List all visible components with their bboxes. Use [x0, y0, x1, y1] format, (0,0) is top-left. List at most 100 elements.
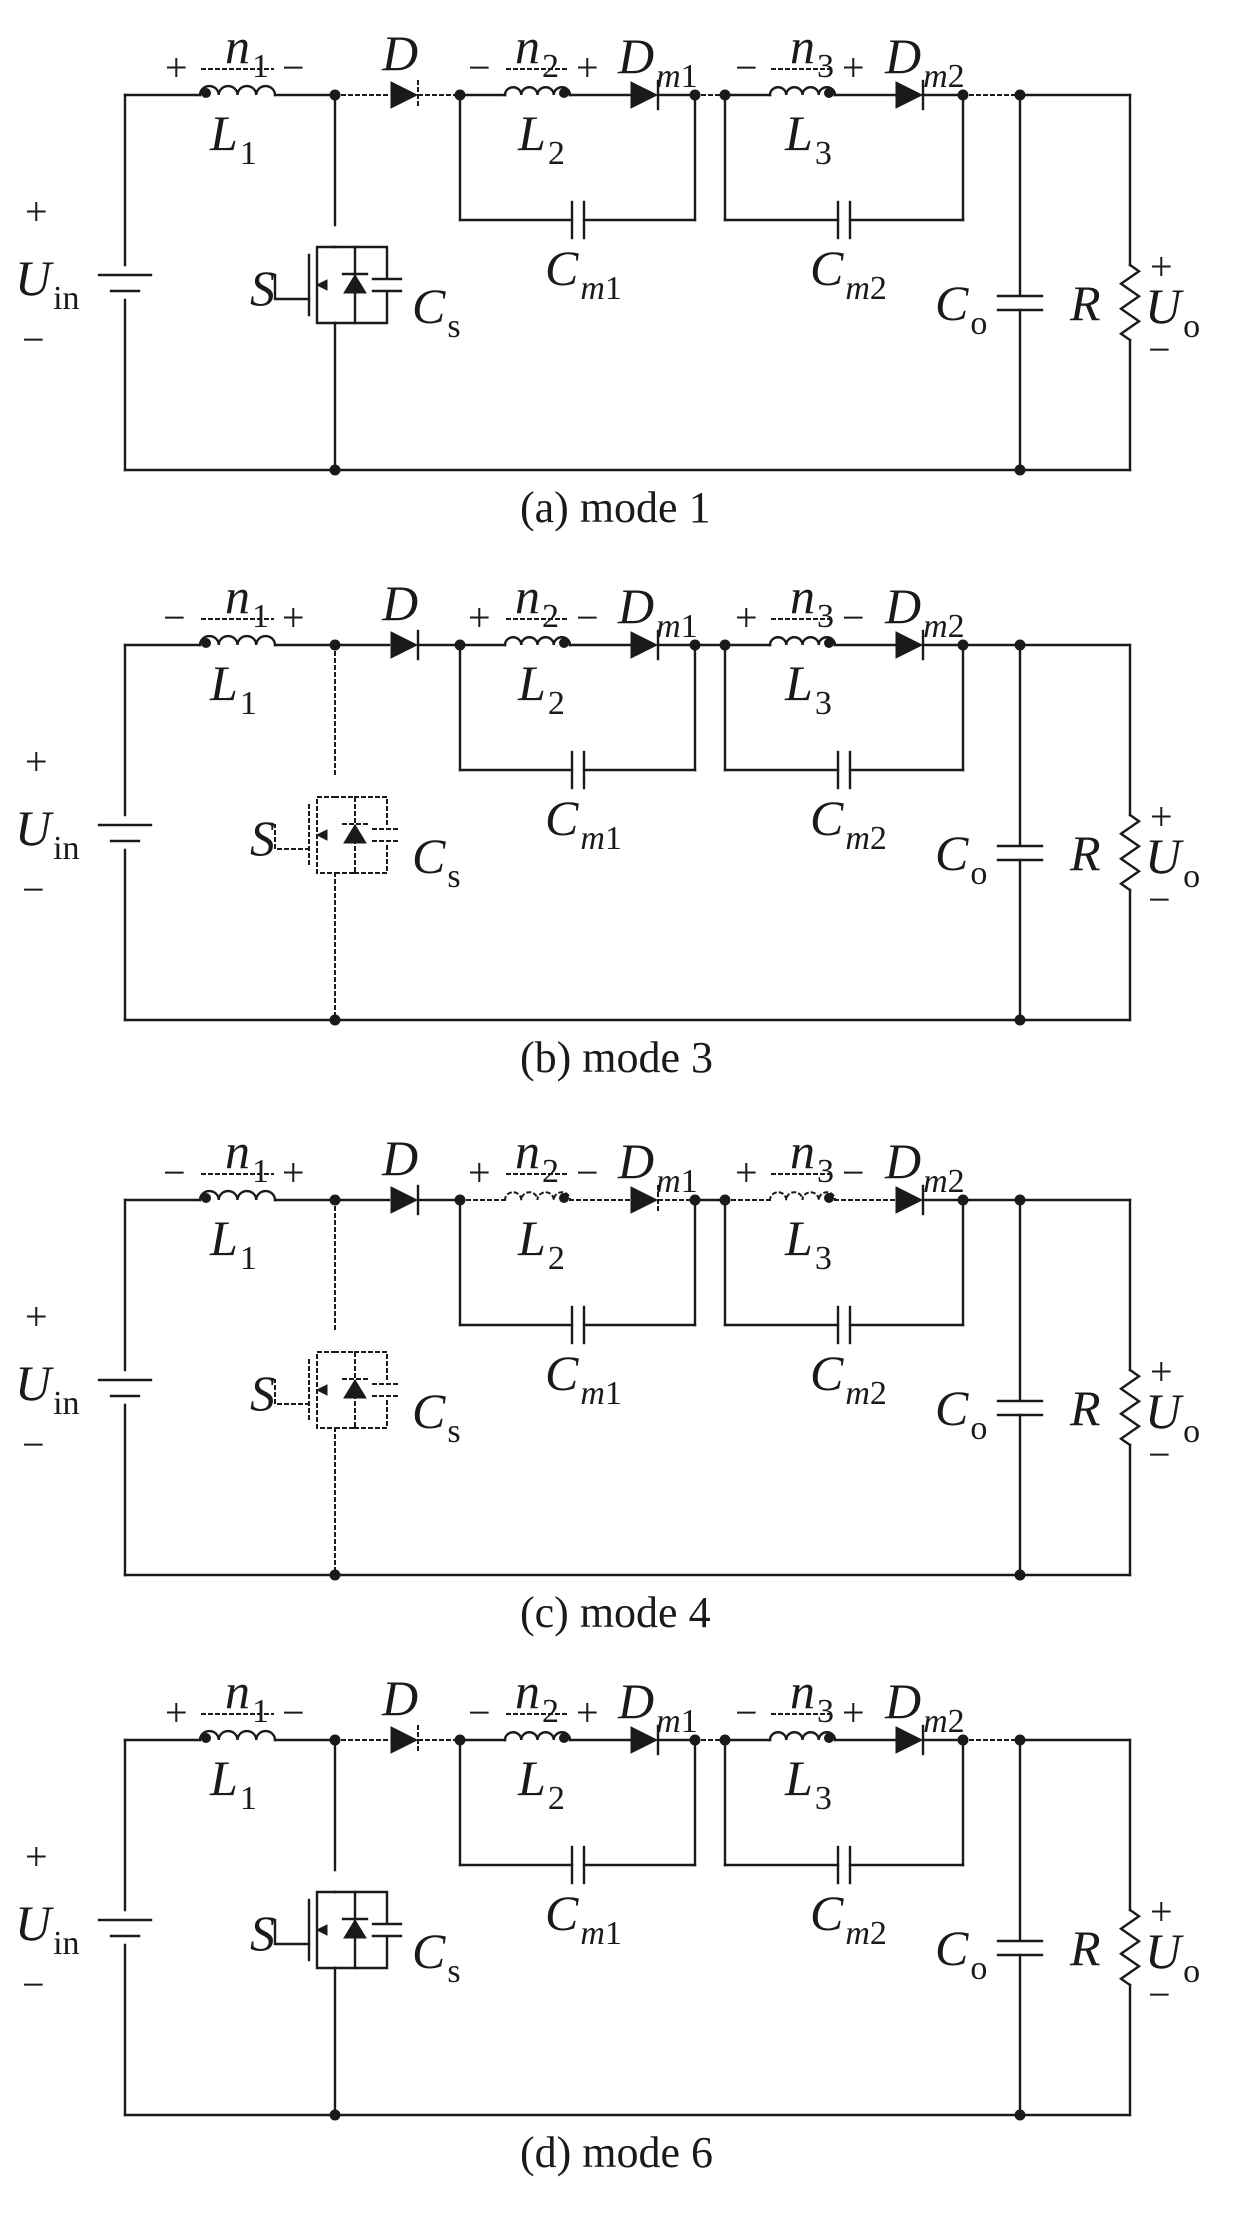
l1-label: L1 [209, 105, 257, 172]
dm1-label: Dm1 [617, 578, 698, 645]
cm2-label-subscript-index: 2 [870, 1915, 887, 1952]
s-mosfet-cs-top [353, 1890, 389, 1924]
l1-inductor-polarity-dot [201, 88, 211, 98]
l3-inductor [768, 86, 837, 97]
dm2-label-subscript-index: 2 [948, 1163, 965, 1200]
dm2-diode [895, 1184, 925, 1216]
uo-label-main: U [1145, 828, 1184, 884]
cs-label-subscript: s [447, 858, 460, 895]
uin-battery [97, 273, 153, 293]
junction-dot [1014, 464, 1026, 476]
co-label-main: C [935, 1380, 969, 1436]
r-resistor [1118, 813, 1142, 892]
r-label-main: R [1069, 1380, 1101, 1436]
l3-sign-right: − [842, 595, 865, 640]
s-mosfet-gate-lead [273, 1918, 311, 1946]
co-capacitor [996, 1939, 1044, 1957]
cm1-label-main: C [545, 1885, 579, 1941]
l3-label: L3 [784, 1210, 832, 1277]
uo-minus: − [1148, 1432, 1171, 1477]
uin-minus: − [22, 1422, 45, 1467]
dm2-diode [895, 629, 925, 661]
cm2-label: Cm2 [810, 790, 887, 857]
dm1-label: Dm1 [617, 28, 698, 95]
s-mosfet [273, 1890, 403, 1970]
junction-dot [329, 1569, 341, 1581]
uin-plus: + [25, 189, 48, 234]
cm2-capacitor [836, 750, 852, 790]
uo-label-subscript: o [1183, 308, 1200, 345]
r-label-main: R [1069, 275, 1101, 331]
uin-label: Uin [15, 1895, 80, 1962]
dm1-label-subscript: m [656, 1703, 681, 1740]
l3-label: L3 [784, 105, 832, 172]
dm2-diode-triangle [895, 1726, 924, 1754]
s-mosfet-arrow [315, 1384, 328, 1396]
uo-plus: + [1150, 1889, 1173, 1934]
n2-label-main: n [515, 1123, 540, 1179]
junction-dot [329, 464, 341, 476]
r-label: R [1069, 275, 1101, 331]
uin-plus: + [25, 1294, 48, 1339]
l2-sign-right: + [576, 45, 599, 90]
n3-label-subscript: 3 [817, 48, 834, 85]
s-mosfet-cs-top [354, 796, 388, 828]
cm1-label-subscript: m [580, 820, 605, 857]
n2-label-main: n [515, 18, 540, 74]
r-label: R [1069, 1920, 1101, 1976]
l3-label-subscript: 3 [815, 1240, 832, 1277]
junction-dot [329, 1014, 341, 1026]
l2-label-subscript: 2 [548, 1240, 565, 1277]
l2-label-subscript: 2 [548, 1780, 565, 1817]
l3-sign-right: + [842, 1690, 865, 1735]
uo-label-subscript: o [1183, 1953, 1200, 1990]
r-resistor [1118, 1368, 1142, 1447]
dm2-label-main: D [884, 1673, 921, 1729]
l2-inductor [503, 1731, 572, 1742]
junction-dot [1014, 1014, 1026, 1026]
d-diode-triangle [390, 1186, 419, 1214]
dm2-label: Dm2 [884, 28, 965, 95]
cm1-label-subscript-index: 1 [605, 820, 622, 857]
n1-label: n1 [225, 1123, 269, 1190]
l1-label: L1 [209, 655, 257, 722]
s-mosfet-body-diode [343, 1919, 367, 1939]
uin-minus: − [22, 1962, 45, 2007]
co-label: Co [935, 1920, 987, 1987]
co-capacitor [996, 844, 1044, 862]
l1-inductor-polarity-dot [201, 1193, 211, 1203]
l2-label-main: L [517, 1750, 546, 1806]
uin-battery [97, 1918, 153, 1938]
d-diode [390, 80, 419, 110]
cs-label-main: C [412, 278, 446, 334]
n1-label-subscript: 1 [252, 1693, 269, 1730]
s-mosfet-body-diode [343, 274, 367, 294]
l3-sign-left: + [735, 595, 758, 640]
s-mosfet-arrow [315, 1924, 328, 1936]
n1-label-main: n [225, 1663, 250, 1719]
s-label: S [250, 810, 275, 866]
l3-label: L3 [784, 1750, 832, 1817]
dm1-diode-triangle [630, 1186, 659, 1214]
uin-plus: + [25, 1834, 48, 1879]
l2-sign-left: + [468, 1150, 491, 1195]
l3-inductor-polarity-dot [824, 1193, 834, 1203]
dm2-diode-triangle [895, 631, 924, 659]
l1-sign-right: + [282, 595, 305, 640]
co-label-main: C [935, 1920, 969, 1976]
cm1-label-main: C [545, 1345, 579, 1401]
dm2-label: Dm2 [884, 578, 965, 645]
panel-caption: (c) mode 4 [520, 1588, 711, 1637]
dm2-label-main: D [884, 28, 921, 84]
cm1-capacitor [570, 1845, 586, 1885]
n1-label-subscript: 1 [252, 598, 269, 635]
cm2-label-subscript-index: 2 [870, 1375, 887, 1412]
cs-label: Cs [412, 1923, 461, 1990]
cm2-label-subscript-index: 2 [870, 270, 887, 307]
cm2-label-subscript: m [845, 1915, 870, 1952]
d-label-main: D [381, 1130, 418, 1186]
uin-label-subscript: in [53, 830, 79, 867]
dm1-diode [630, 1724, 660, 1756]
cm2-label: Cm2 [810, 240, 887, 307]
d-label: D [381, 25, 418, 81]
